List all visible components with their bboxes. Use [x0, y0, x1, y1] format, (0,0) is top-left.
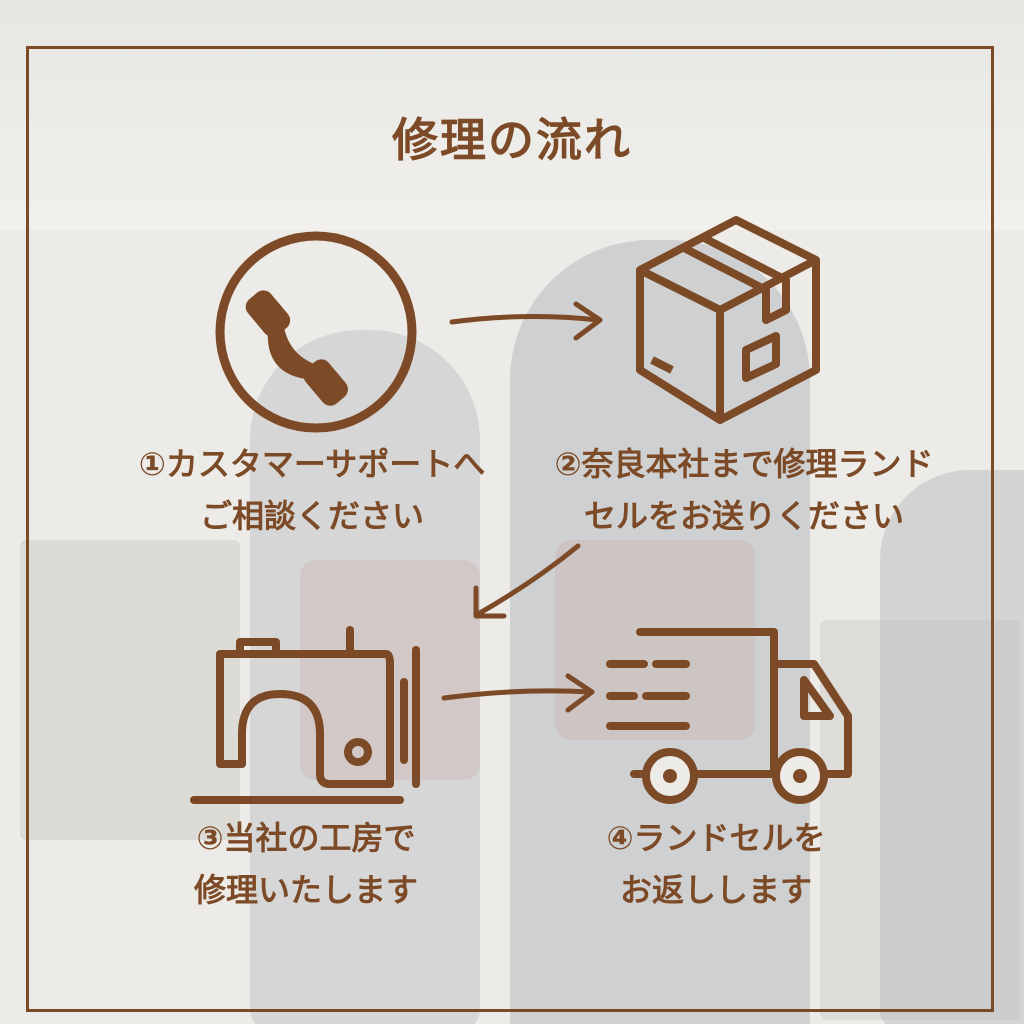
step-4-line1: ④ランドセルを	[576, 812, 856, 864]
step-4-caption: ④ランドセルを お返しします	[576, 812, 856, 916]
step-2-line1: ②奈良本社まで修理ランド	[524, 438, 964, 490]
box-icon	[626, 210, 826, 430]
step-3-line1: ③当社の工房で	[156, 812, 456, 864]
step-3-line2: 修理いたします	[156, 864, 456, 916]
phone-icon	[208, 224, 424, 440]
step-2-caption: ②奈良本社まで修理ランド セルをお送りください	[524, 438, 964, 542]
step-1-line1: ①カスタマーサポートへ	[112, 438, 512, 490]
arrow-down-left-icon	[464, 540, 588, 624]
step-4-line2: お返しします	[576, 864, 856, 916]
arrow-right-icon	[440, 672, 600, 722]
step-1-line2: ご相談ください	[112, 490, 512, 542]
page-title: 修理の流れ	[0, 104, 1024, 170]
step-3-caption: ③当社の工房で 修理いたします	[156, 812, 456, 916]
arrow-right-icon	[448, 298, 608, 348]
step-2-line2: セルをお送りください	[524, 490, 964, 542]
truck-icon	[604, 624, 854, 810]
sewing-machine-icon	[190, 624, 430, 806]
step-1-caption: ①カスタマーサポートへ ご相談ください	[112, 438, 512, 542]
